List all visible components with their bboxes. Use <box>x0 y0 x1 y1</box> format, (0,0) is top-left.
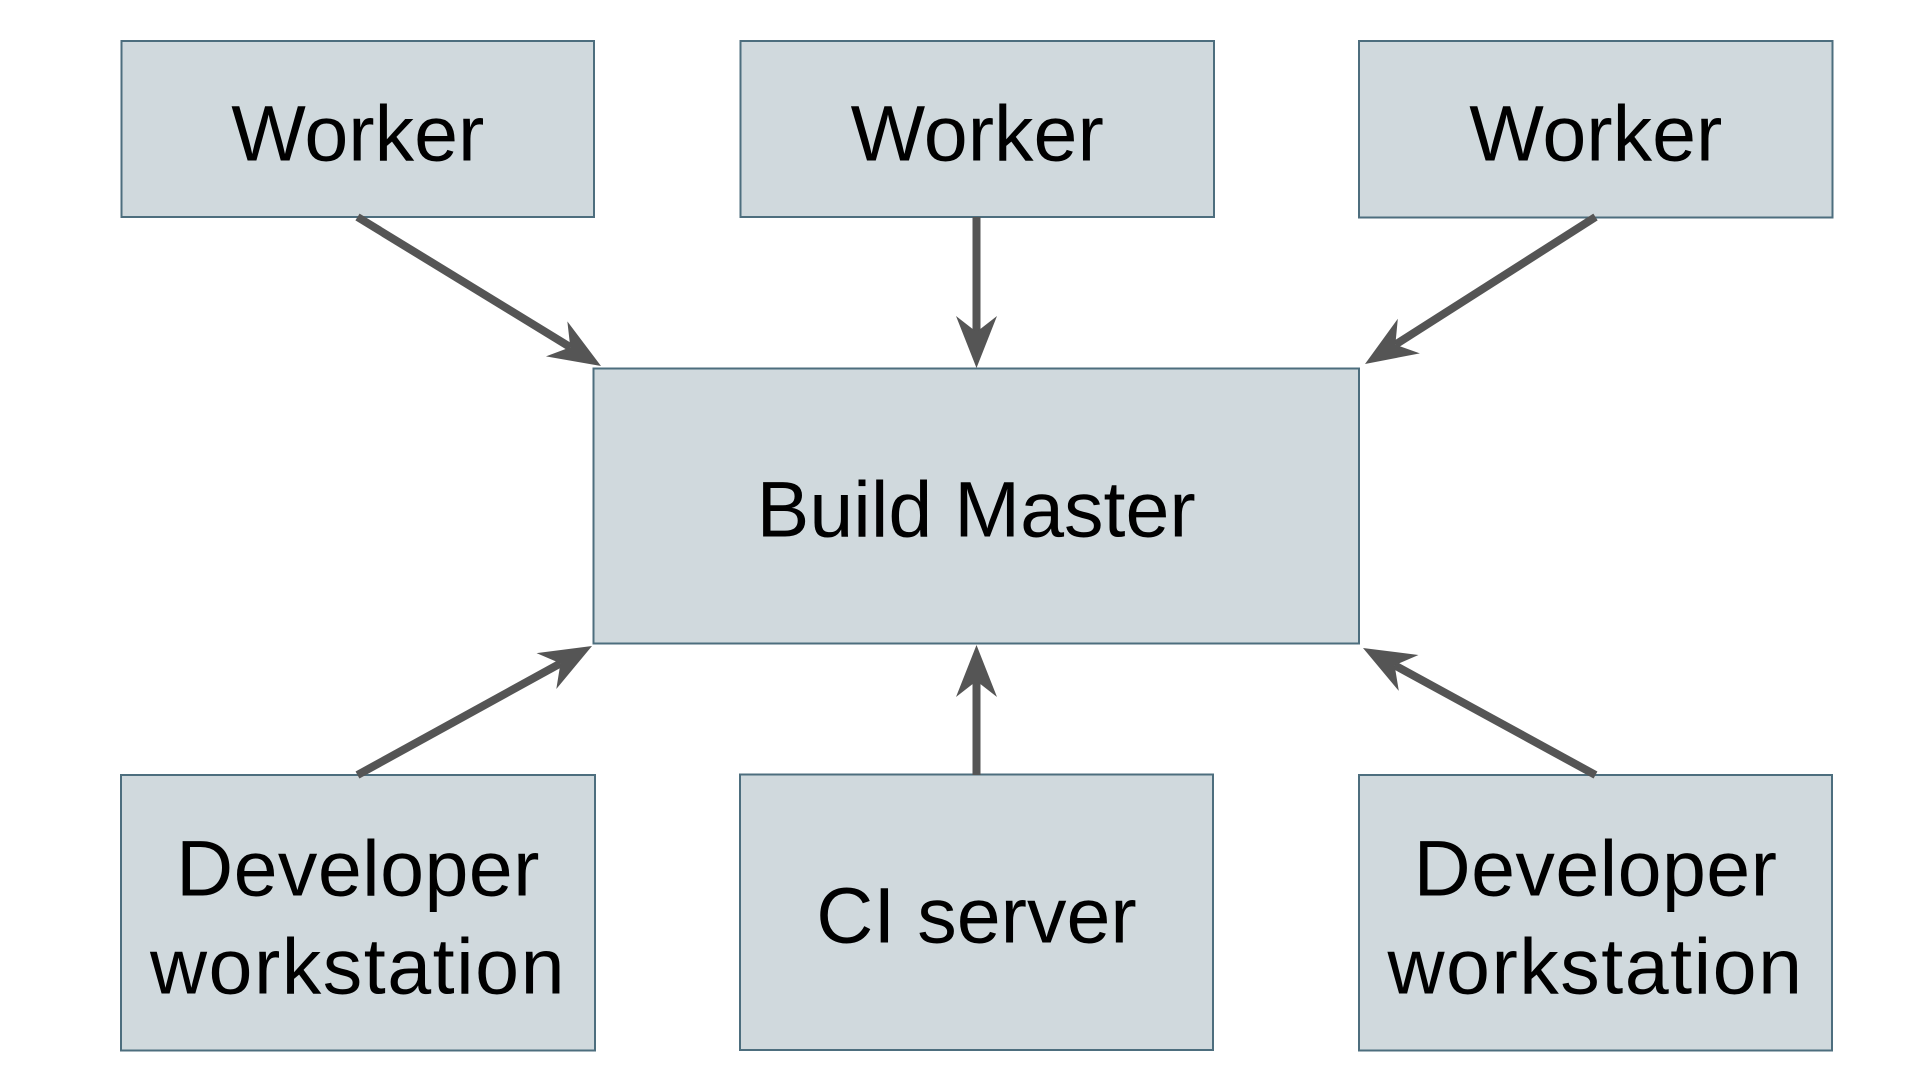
svg-text:workstation: workstation <box>149 922 566 1011</box>
svg-text:Worker: Worker <box>1469 89 1722 178</box>
svg-text:Build Master: Build Master <box>757 464 1196 553</box>
svg-text:Developer: Developer <box>1414 824 1778 913</box>
svg-text:Worker: Worker <box>851 88 1104 177</box>
svg-text:Worker: Worker <box>231 88 484 177</box>
svg-text:Developer: Developer <box>176 824 540 913</box>
svg-text:CI server: CI server <box>816 871 1136 960</box>
svg-text:workstation: workstation <box>1386 922 1803 1011</box>
